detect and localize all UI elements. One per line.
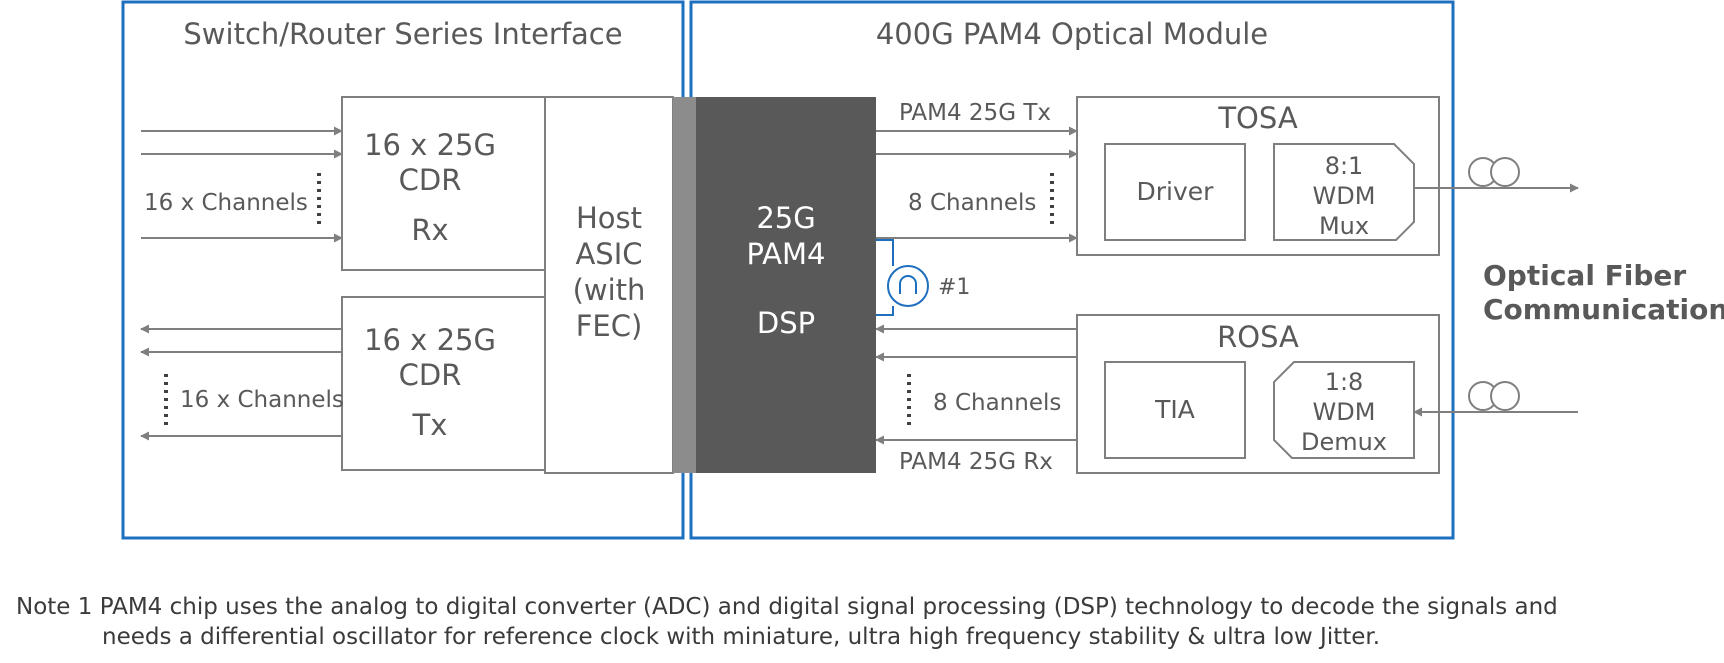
cdr-rx-line1: 16 x 25G (364, 128, 496, 162)
tia-block (1104, 361, 1246, 459)
driver-label: Driver (1137, 177, 1215, 206)
oscillator-icon (887, 265, 929, 307)
demux-block (1273, 361, 1415, 459)
oscillator-connection (876, 239, 894, 316)
dsp-block (696, 97, 876, 473)
host-asic-line2: ASIC (575, 237, 642, 271)
right-panel-title: 400G PAM4 Optical Module (876, 17, 1268, 51)
rx-signal-label: PAM4 25G Rx (899, 449, 1053, 475)
demux-line3: Demux (1301, 428, 1387, 456)
rosa-title: ROSA (1217, 320, 1299, 354)
fiber-label-line2: Communication (1483, 293, 1724, 326)
footnote: Note 1 PAM4 chip uses the analog to digi… (16, 592, 1706, 652)
dsp-line1: 25G (756, 201, 815, 235)
cdr-rx-block (341, 96, 546, 271)
host-asic-line1: Host (576, 201, 642, 235)
rosa-output-arrows (875, 324, 1077, 445)
tx-output-arrows (140, 324, 342, 441)
dsp-line3: DSP (757, 306, 815, 340)
mux-block (1273, 143, 1415, 241)
host-asic-line4: FEC) (576, 309, 643, 343)
tx-signal-label: PAM4 25G Tx (899, 100, 1051, 126)
cdr-tx-line3: Tx (412, 408, 448, 442)
dsp-line2: PAM4 (747, 237, 826, 271)
driver-block (1104, 143, 1246, 241)
rx-input-arrows (141, 126, 343, 243)
fiber-in-coil-icon (1468, 381, 1520, 411)
rx-channels-label: 16 x Channels (144, 190, 308, 216)
fiber-out-coil-icon (1468, 157, 1520, 187)
tosa-title: TOSA (1217, 101, 1297, 135)
cdr-tx-line2: CDR (399, 358, 462, 392)
mux-line1: 8:1 (1325, 152, 1364, 180)
cdr-tx-block (341, 296, 546, 471)
tosa-input-arrows (876, 126, 1078, 243)
oscillator-note-ref: #1 (938, 275, 970, 300)
fiber-label-line1: Optical Fiber (1483, 259, 1686, 292)
left-panel-title: Switch/Router Series Interface (183, 17, 622, 51)
rosa-channels-label: 8 Channels (933, 390, 1061, 416)
footnote-line1: Note 1 PAM4 chip uses the analog to digi… (16, 594, 1558, 620)
mux-line3: Mux (1319, 212, 1369, 240)
tx-channels-label: 16 x Channels (180, 387, 344, 413)
demux-line2: WDM (1313, 398, 1376, 426)
cdr-rx-line2: CDR (399, 163, 462, 197)
connector-bar (673, 97, 696, 473)
host-asic-line3: (with (573, 273, 646, 307)
mux-line2: WDM (1313, 182, 1376, 210)
tosa-channels-label: 8 Channels (908, 190, 1036, 216)
cdr-rx-line3: Rx (411, 213, 448, 247)
footnote-line2: needs a differential oscillator for refe… (102, 624, 1381, 650)
tia-label: TIA (1154, 395, 1195, 424)
host-asic-block (544, 96, 674, 474)
demux-line1: 1:8 (1325, 368, 1364, 396)
cdr-tx-line1: 16 x 25G (364, 323, 496, 357)
block-diagram: Switch/Router Series Interface 400G PAM4… (121, 0, 1724, 540)
